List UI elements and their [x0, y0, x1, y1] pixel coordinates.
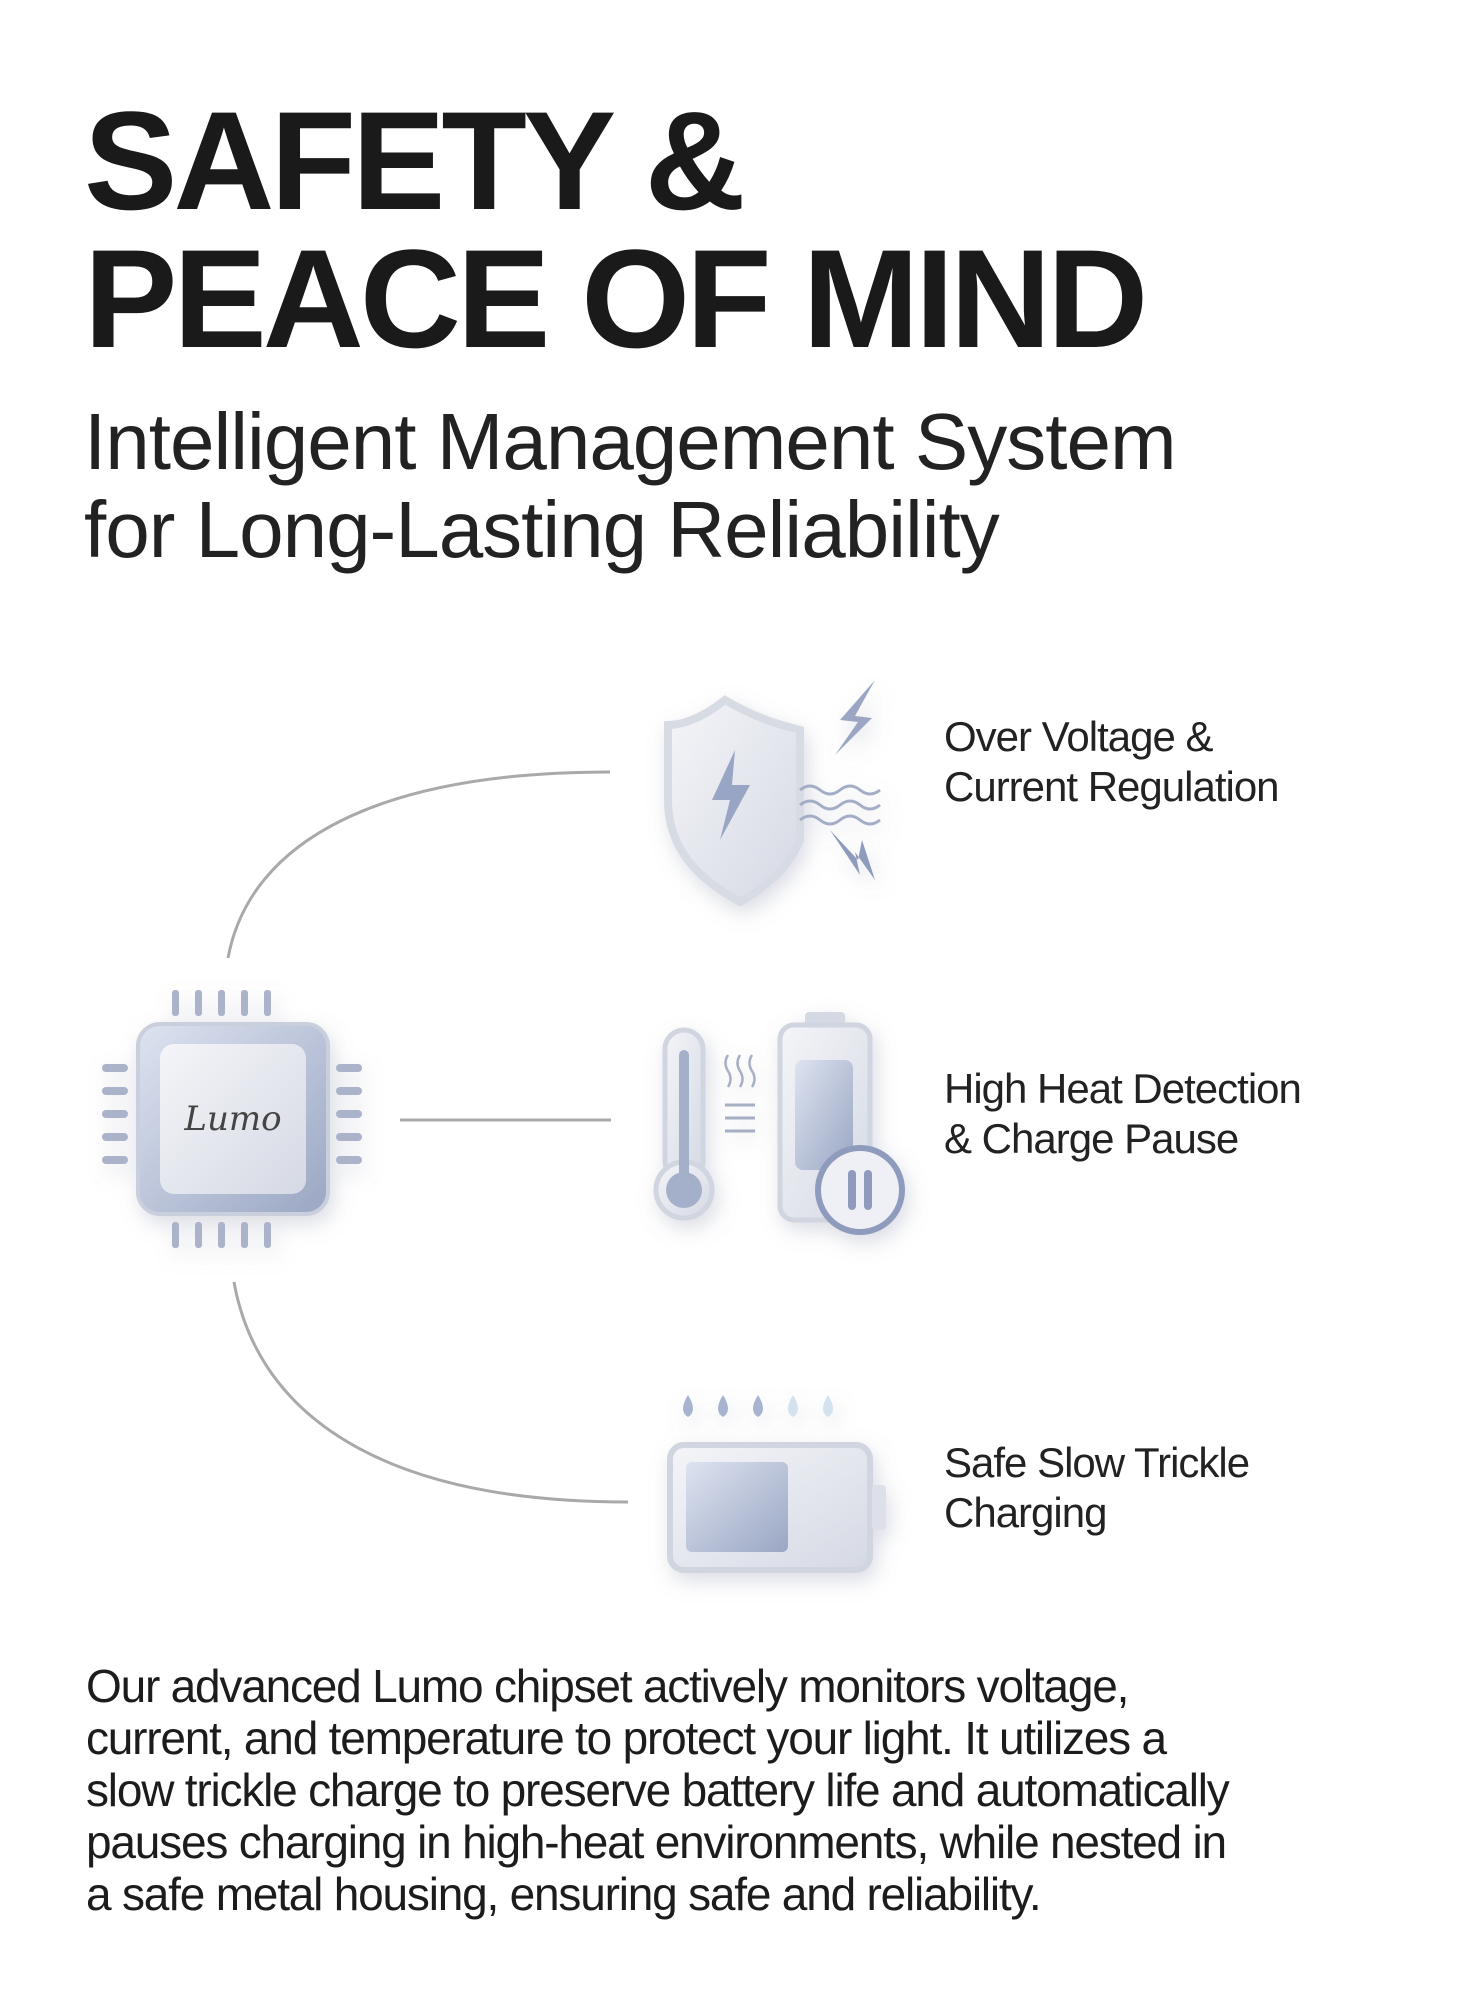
- diagram-graphics: Lumo: [102, 680, 905, 1573]
- feature-label-line: High Heat Detection: [944, 1065, 1302, 1112]
- trickle-battery-icon: [667, 1395, 886, 1573]
- chip-icon: [102, 990, 362, 1248]
- page-title: SAFETY & PEACE OF MIND: [84, 82, 1148, 377]
- feature-label-heat: High Heat Detection & Charge Pause: [944, 1064, 1302, 1164]
- connector-top: [226, 770, 611, 959]
- feature-label-line: Safe Slow Trickle: [944, 1439, 1250, 1486]
- chip-brand-label: Lumo: [183, 1099, 281, 1139]
- feature-label-voltage: Over Voltage & Current Regulation: [944, 712, 1280, 812]
- connector-bottom: [232, 1281, 629, 1504]
- description-paragraph: Our advanced Lumo chipset actively monit…: [86, 1660, 1230, 1920]
- description-line: slow trickle charge to preserve battery …: [86, 1764, 1230, 1816]
- description-line: a safe metal housing, ensuring safe and …: [86, 1868, 1042, 1920]
- page-subtitle: Intelligent Management System for Long-L…: [84, 397, 1177, 574]
- shield-lightning-icon: [664, 680, 881, 907]
- feature-label-trickle: Safe Slow Trickle Charging: [944, 1438, 1250, 1538]
- title-line-1: SAFETY &: [84, 82, 746, 239]
- feature-label-line: Current Regulation: [944, 763, 1280, 810]
- description-line: Our advanced Lumo chipset actively monit…: [86, 1660, 1129, 1712]
- feature-label-line: Charging: [944, 1489, 1107, 1536]
- title-line-2: PEACE OF MIND: [84, 220, 1148, 377]
- subtitle-line-1: Intelligent Management System: [84, 397, 1177, 486]
- feature-label-line: & Charge Pause: [944, 1115, 1239, 1162]
- description-line: pauses charging in high-heat environment…: [86, 1816, 1227, 1868]
- thermometer-battery-pause-icon: [653, 1012, 905, 1235]
- description-line: current, and temperature to protect your…: [86, 1712, 1167, 1764]
- feature-label-line: Over Voltage &: [944, 713, 1213, 760]
- subtitle-line-2: for Long-Lasting Reliability: [84, 485, 1000, 574]
- feature-diagram: Lumo: [0, 640, 1471, 1640]
